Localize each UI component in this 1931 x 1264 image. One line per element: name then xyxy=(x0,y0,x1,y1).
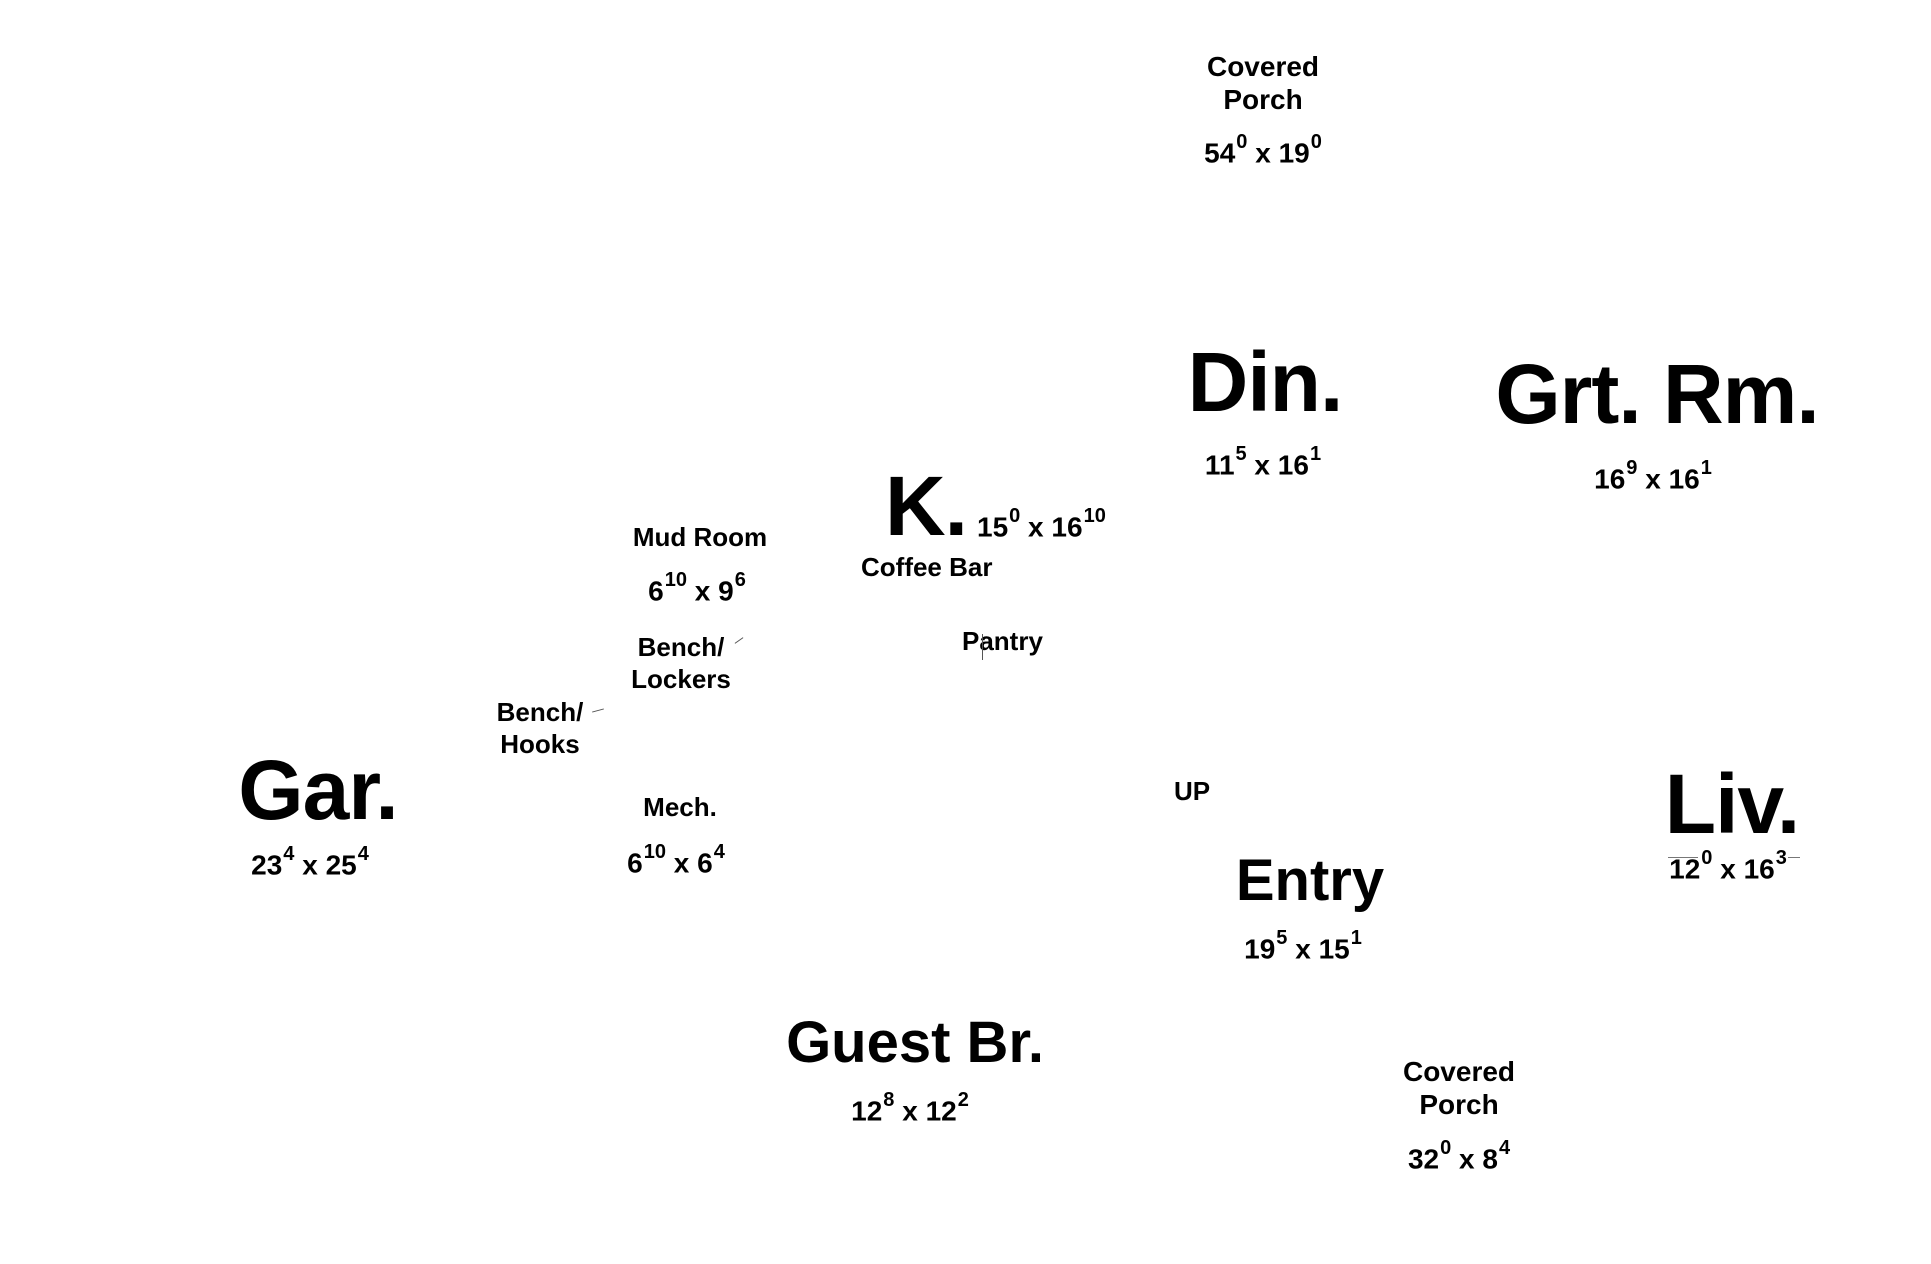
dimension-inches-a: 4 xyxy=(283,843,295,865)
dimension-feet-a: 15 xyxy=(977,511,1009,543)
dimension-inches-a: 0 xyxy=(1009,505,1021,527)
dimension-feet-a: 32 xyxy=(1407,1143,1440,1175)
dimension-inches-a: 5 xyxy=(1276,927,1288,949)
dimension-feet-a: 54 xyxy=(1204,137,1236,169)
mechanical-dimensions: 610 x 64 xyxy=(627,842,725,879)
dimension-inches-a: 0 xyxy=(1440,1137,1452,1159)
garage-name: Gar. xyxy=(238,743,398,837)
dimension-feet-a: 11 xyxy=(1204,449,1235,481)
dimension-feet-a: 23 xyxy=(251,849,283,881)
bench-hooks-tick-mark xyxy=(592,708,604,713)
coffee-bar-label: Coffee Bar xyxy=(861,552,993,582)
dimension-feet-b: 25 xyxy=(325,849,357,881)
mud-room-name: Mud Room xyxy=(632,522,768,552)
dimension-separator: x xyxy=(1712,853,1744,885)
stairs-up-label: UP xyxy=(1173,776,1211,806)
dimension-inches-a: 10 xyxy=(643,841,666,863)
entry-name: Entry xyxy=(1235,848,1385,913)
kitchen-name: K. xyxy=(885,459,968,553)
dimension-feet-b: 9 xyxy=(718,575,734,607)
dining-name: Din. xyxy=(1187,335,1344,429)
dimension-feet-b: 16 xyxy=(1668,463,1700,495)
dimension-inches-a: 0 xyxy=(1701,847,1713,869)
dimension-feet-b: 12 xyxy=(925,1095,957,1127)
living-dash-mark-left xyxy=(1668,857,1698,858)
dimension-feet-a: 6 xyxy=(627,847,643,879)
dimension-feet-a: 12 xyxy=(851,1095,883,1127)
dimension-feet-a: 16 xyxy=(1594,463,1626,495)
mud-room-dimensions: 610 x 96 xyxy=(648,570,746,607)
dimension-separator: x xyxy=(1451,1143,1483,1175)
great-room-name: Grt. Rm. xyxy=(1495,347,1819,441)
dimension-separator: x xyxy=(665,847,698,879)
dimension-feet-b: 16 xyxy=(1051,511,1083,543)
dimension-inches-b: 3 xyxy=(1775,847,1787,869)
dimension-feet-b: 16 xyxy=(1277,449,1309,481)
pantry-label: Pantry xyxy=(962,626,1043,656)
dimension-inches-b: 1 xyxy=(1700,457,1712,479)
dimension-feet-b: 15 xyxy=(1318,933,1350,965)
living-dimensions: 120 x 163 xyxy=(1669,848,1787,885)
dimension-inches-a: 10 xyxy=(664,569,687,591)
dimension-separator: x xyxy=(1246,449,1278,481)
mechanical-name: Mech. xyxy=(643,792,717,822)
bench-lockers-tick-mark xyxy=(734,637,744,644)
dimension-separator: x xyxy=(1287,933,1319,965)
dimension-separator: x xyxy=(294,849,326,881)
dimension-separator: x xyxy=(1247,137,1279,169)
dimension-inches-a: 9 xyxy=(1626,457,1638,479)
dimension-inches-b: 2 xyxy=(957,1089,969,1111)
dimension-separator: x xyxy=(686,575,719,607)
dimension-inches-a: 0 xyxy=(1236,131,1248,153)
living-name: Liv. xyxy=(1664,757,1800,851)
dimension-feet-a: 19 xyxy=(1244,933,1276,965)
dimension-feet-b: 8 xyxy=(1482,1143,1498,1175)
dimension-separator: x xyxy=(1637,463,1669,495)
dimension-inches-b: 10 xyxy=(1083,505,1106,527)
dimension-inches-b: 6 xyxy=(734,569,746,591)
dimension-inches-b: 1 xyxy=(1309,443,1322,465)
guest-bedroom-name: Guest Br. xyxy=(786,1010,1044,1075)
kitchen-dimensions: 150 x 1610 xyxy=(977,506,1106,543)
dimension-feet-a: 6 xyxy=(648,575,664,607)
dimension-separator: x xyxy=(894,1095,926,1127)
dimension-feet-b: 16 xyxy=(1743,853,1775,885)
dining-dimensions: 115 x 161 xyxy=(1204,444,1321,481)
dimension-inches-b: 4 xyxy=(713,841,725,863)
pantry-tick-mark xyxy=(982,634,983,660)
dimension-inches-a: 8 xyxy=(883,1089,895,1111)
covered-porch-bottom-dimensions: 320 x 84 xyxy=(1407,1138,1510,1175)
entry-dimensions: 195 x 151 xyxy=(1244,928,1362,965)
bench-hooks-label: Bench/Hooks xyxy=(496,697,584,759)
dimension-feet-b: 6 xyxy=(697,847,713,879)
dimension-feet-b: 19 xyxy=(1278,137,1310,169)
guest-bedroom-dimensions: 128 x 122 xyxy=(851,1090,969,1127)
dimension-feet-a: 12 xyxy=(1669,853,1701,885)
dimension-inches-b: 4 xyxy=(1498,1137,1511,1159)
dimension-inches-a: 5 xyxy=(1235,443,1247,465)
great-room-dimensions: 169 x 161 xyxy=(1594,458,1712,495)
dimension-inches-b: 4 xyxy=(357,843,369,865)
dimension-separator: x xyxy=(1020,511,1052,543)
covered-porch-top-dimensions: 540 x 190 xyxy=(1204,132,1322,169)
bench-lockers-label: Bench/Lockers xyxy=(631,632,731,694)
garage-dimensions: 234 x 254 xyxy=(251,844,369,881)
living-dash-mark-right xyxy=(1788,857,1800,858)
dimension-inches-b: 0 xyxy=(1310,131,1322,153)
dimension-inches-b: 1 xyxy=(1350,927,1362,949)
